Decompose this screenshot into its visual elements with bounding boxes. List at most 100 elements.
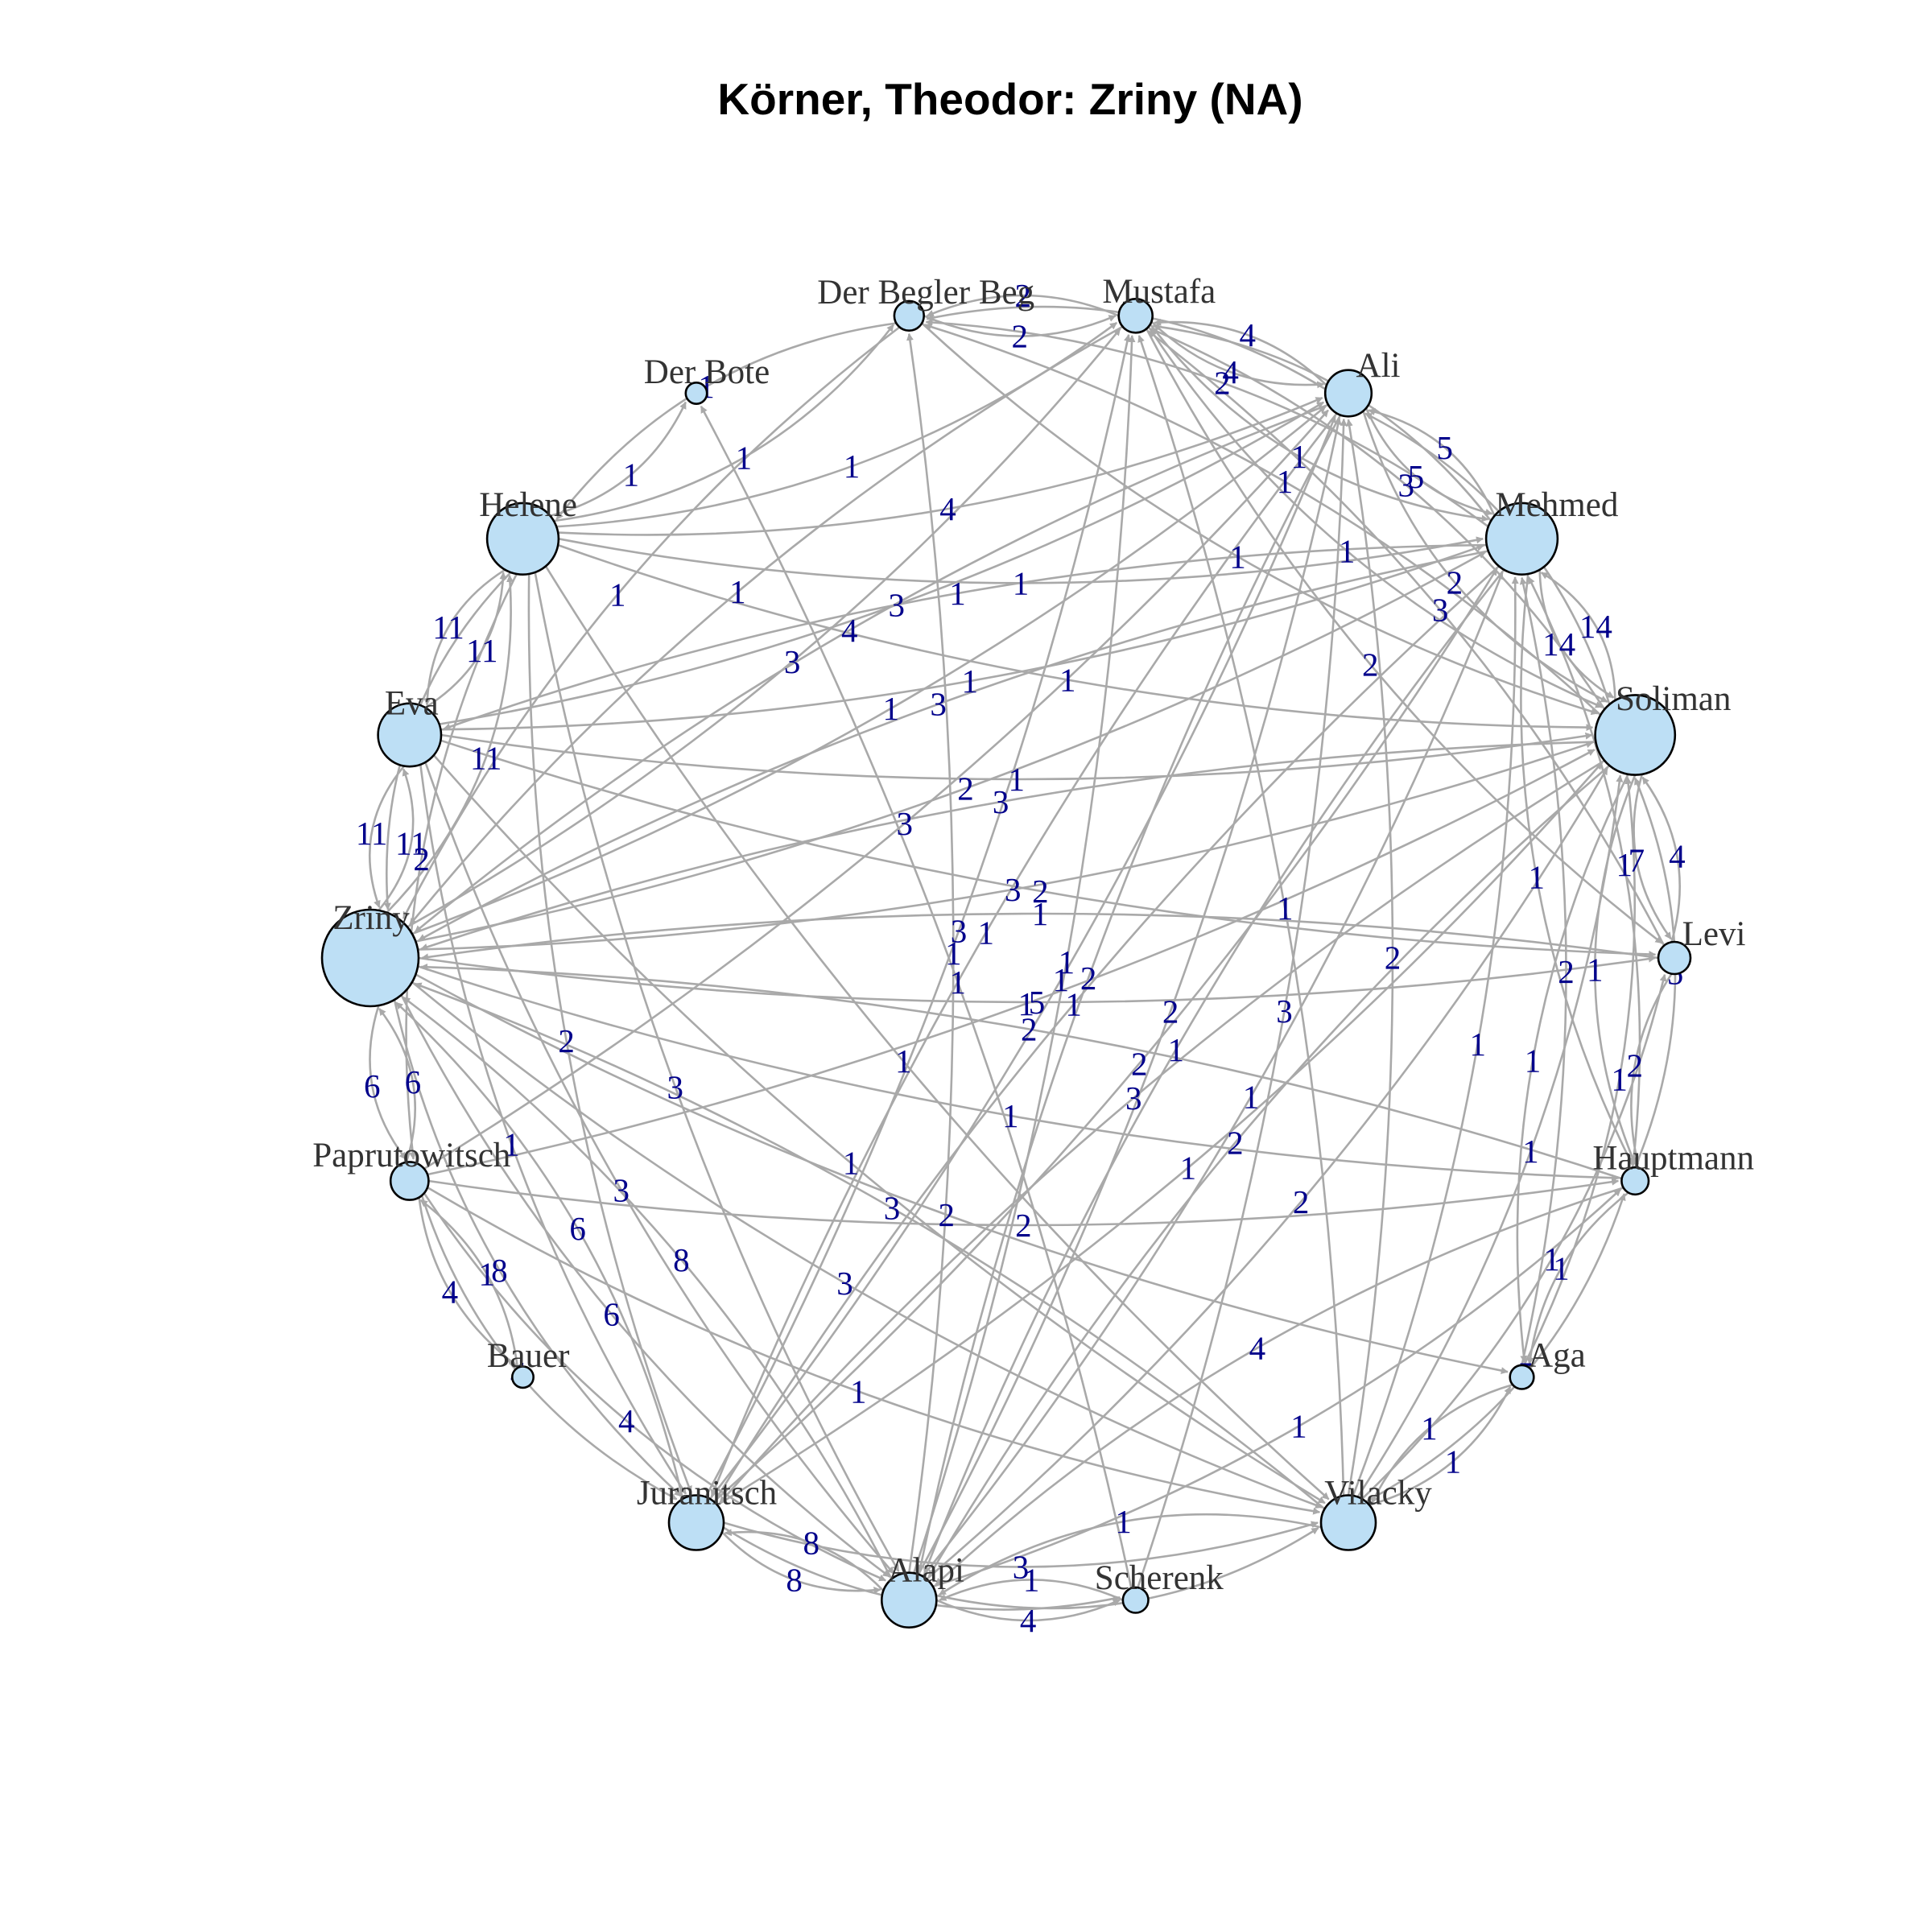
node-bote[interactable] [684,381,708,405]
edge-weight-label-alapi-to-mehm: 1 [1243,1078,1260,1115]
edge-weight-label-aga-to-mehm: 2 [1558,953,1575,990]
edge-helene-to-bote [550,401,687,518]
edge-weight-label-soli-to-jura: 3 [1125,1080,1142,1117]
node-label-papru: Paprutowitsch [312,1137,510,1174]
edge-weight-label-alapi-to-zriny: 8 [673,1241,690,1278]
edge-papru-to-alapi [423,1192,887,1582]
edge-weight-label-soli-to-zriny: 3 [993,783,1009,820]
edge-weight-label-haupt-to-zriny: 2 [1021,1010,1038,1047]
edge-weight-label-vila-to-levi: 1 [1543,1241,1560,1278]
edge-weight-label-helene-to-soli: 1 [1059,662,1076,699]
edge-weight-label-jura-to-zriny: 6 [569,1210,586,1247]
edge-weight-label-alapi-to-beg: 1 [945,935,962,972]
edge-weight-label-zriny-to-must: 3 [784,643,801,680]
node-beg[interactable] [893,299,926,332]
node-eva[interactable] [377,702,443,768]
edge-weight-label-vila-to-ali: 2 [1385,939,1402,976]
node-must[interactable] [1117,297,1154,334]
edge-weight-label-vila-to-zriny: 3 [884,1190,901,1227]
edge-weight-label-eva-to-jura: 1 [503,1126,520,1163]
edge-must-to-soli [1147,326,1603,708]
edge-papru-to-ali [423,409,1329,1170]
edge-weight-label-must-to-levi: 2 [1362,646,1379,683]
edge-ali-to-must [1154,318,1327,386]
edge-weight-label-levi-to-haupt: 2 [1626,1047,1643,1084]
edge-vila-to-ali [1345,419,1394,1496]
node-scher[interactable] [1121,1586,1150,1614]
edge-soli-to-haupt [1594,774,1637,1166]
edge-helene-to-alapi [534,572,900,1572]
edge-eva-to-soli [440,732,1593,781]
edge-weight-label-jura-to-ali: 1 [1053,961,1070,998]
edge-weight-label-ali-to-must: 4 [1239,316,1256,353]
edge-eva-to-zriny [368,765,406,908]
edge-haupt-to-alapi [935,1187,1624,1586]
edge-weight-label-papru-to-bauer: 4 [442,1273,459,1310]
edge-ali-to-zriny [414,403,1329,934]
edge-weight-label-eva-to-mehm: 1 [961,663,978,700]
edge-weight-label-zriny-to-haupt: 1 [1002,1097,1019,1134]
edge-weight-label-helene-to-beg: 1 [736,440,753,477]
edge-weight-label-soli-to-beg: 1 [1277,463,1294,500]
node-mehm[interactable] [1484,502,1559,576]
edge-weight-label-helene-to-alapi: 3 [667,1068,684,1105]
edge-eva-to-mehm [440,544,1484,731]
node-levi[interactable] [1657,940,1692,976]
node-helene[interactable] [485,502,560,576]
edge-weight-label-beg-to-soli: 1 [1229,539,1246,576]
edge-weight-label-must-to-beg: 2 [1014,277,1031,314]
edge-weight-label-helene-to-papru: 2 [413,840,430,877]
edge-weight-label-soli-to-must: 3 [1398,467,1415,504]
edge-weight-label-mehm-to-jura: 1 [1065,986,1082,1023]
edge-ali-to-alapi [917,414,1342,1572]
edge-papru-to-bauer [418,1197,517,1366]
edge-weight-label-helene-to-eva: 11 [432,609,464,646]
edge-weight-label-vila-to-must: 1 [1277,890,1294,927]
edge-jura-to-mehm [713,568,1498,1503]
edge-weight-label-ali-to-mehm: 5 [1408,458,1425,495]
edge-vila-to-zriny [414,982,1326,1510]
edge-mehm-to-haupt [1520,573,1633,1166]
edge-mehm-to-alapi [923,568,1505,1575]
edge-weight-label-papru-to-vila: 1 [850,1373,867,1410]
node-haupt[interactable] [1620,1166,1650,1196]
node-bauer[interactable] [510,1365,535,1389]
edge-weight-label-jura-to-alapi: 8 [786,1562,803,1599]
edge-weight-label-soli-to-haupt: 1 [1587,951,1604,988]
edge-weight-label-soli-to-aga: 1 [1525,1042,1542,1079]
edge-weight-label-mehm-to-alapi: 1 [1167,1031,1184,1068]
node-soli[interactable] [1594,694,1677,776]
edge-soli-to-jura [719,759,1605,1504]
edge-weight-label-scher-to-bote: 1 [950,964,967,1001]
edge-beg-to-soli [921,322,1599,716]
chart-title: Körner, Theodor: Zriny (NA) [717,74,1302,124]
node-alapi[interactable] [881,1571,938,1629]
node-ali[interactable] [1323,369,1373,418]
node-aga[interactable] [1509,1364,1535,1390]
edge-jura-to-alapi [720,1531,881,1594]
edge-beg-to-must [923,315,1117,337]
edge-weight-label-zriny-to-ali: 1 [883,690,900,727]
edge-weight-label-zriny-to-papru: 6 [364,1067,381,1104]
edge-weight-label-soli-to-levi: 7 [1629,842,1645,879]
edge-weight-label-alapi-to-soli: 2 [1293,1183,1310,1220]
node-jura[interactable] [667,1494,725,1551]
edge-levi-to-zriny [421,912,1659,961]
node-papru[interactable] [389,1161,430,1201]
edge-weight-label-levi-to-zriny: 1 [1032,895,1049,932]
edge-weight-label-mehm-to-beg: 2 [1214,364,1231,401]
edge-must-to-zriny [408,325,1124,926]
edge-zriny-to-jura [393,999,682,1497]
edge-weight-label-alapi-to-ali: 2 [1162,993,1179,1030]
edge-zriny-to-must [407,328,1121,928]
edge-weight-label-soli-to-alapi: 2 [1227,1124,1244,1161]
edge-alapi-to-ali [917,417,1342,1575]
edge-helene-to-eva [423,568,506,706]
node-zriny[interactable] [320,908,420,1008]
edge-weight-label-mehm-to-eva: 1 [949,575,966,612]
edge-weight-label-helene-to-must: 1 [844,448,861,485]
edge-weight-label-zriny-to-vila: 3 [836,1265,853,1302]
node-vila[interactable] [1319,1494,1377,1551]
edge-ali-to-jura [710,412,1338,1497]
edge-must-to-levi [1146,328,1663,944]
